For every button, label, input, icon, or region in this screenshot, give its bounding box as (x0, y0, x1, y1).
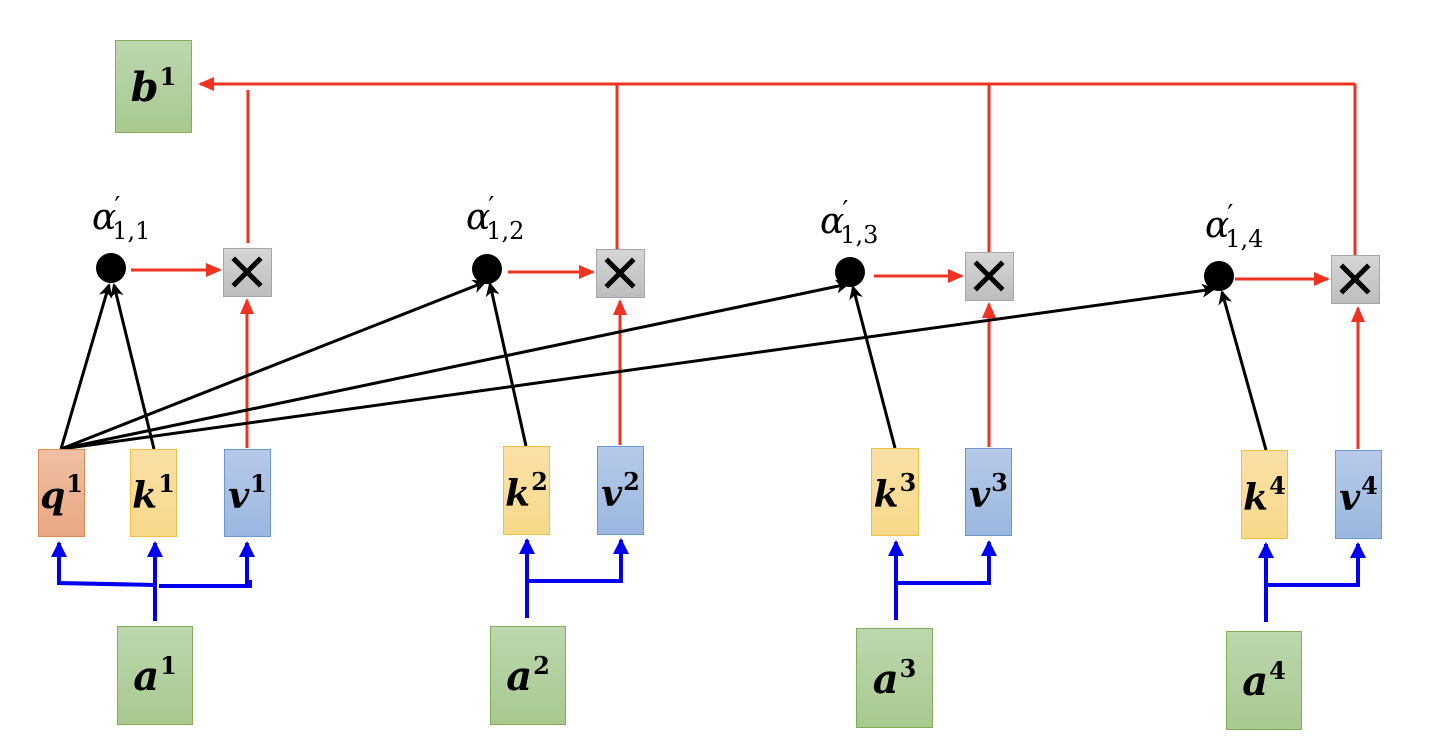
attention-weight-label-2: α′1,2 (466, 192, 525, 245)
input-box-a2: a2 (490, 626, 566, 725)
value-box-v1: v1 (224, 449, 271, 537)
attention-weight-node-2 (472, 254, 502, 284)
multiply-node-3 (965, 252, 1014, 301)
key-to-weight-arrow-3 (849, 285, 897, 449)
input-box-a1: a1 (117, 626, 193, 725)
key-to-weight-arrow-2 (485, 282, 528, 447)
key-box-k3: k3 (871, 448, 919, 536)
query-to-weight-arrow-3 (60, 279, 850, 451)
attention-weight-node-1 (96, 253, 126, 283)
query-to-weight-arrow-2 (60, 279, 487, 451)
multiply-node-4 (1331, 255, 1380, 304)
key-to-weight-arrow-4 (1218, 290, 1268, 451)
multiply-icon (973, 260, 1005, 292)
value-box-v2: v2 (597, 446, 644, 535)
value-box-v3: v3 (965, 448, 1012, 536)
attention-weight-label-4: α′1,4 (1205, 200, 1264, 253)
multiply-icon (604, 257, 636, 289)
attention-weight-label-1: α′1,1 (92, 192, 151, 245)
attention-weight-node-4 (1204, 261, 1234, 291)
query-to-weight-arrow-1 (59, 283, 113, 450)
attention-weight-label-3: α′1,3 (820, 196, 879, 249)
key-box-k2: k2 (503, 446, 550, 535)
key-to-weight-arrow-1 (110, 283, 156, 450)
multiply-node-1 (223, 248, 272, 297)
output-label: b1 (130, 62, 177, 111)
input-branch-1-value (159, 541, 255, 588)
input-box-a3: a3 (856, 628, 933, 728)
key-box-k4: k4 (1241, 450, 1288, 539)
multiply-icon (1339, 263, 1371, 295)
output-box-b1: b1 (115, 40, 192, 133)
input-branch-2-value (527, 538, 629, 583)
value-box-v4: v4 (1335, 450, 1382, 539)
query-to-weight-arrow-4 (60, 283, 1216, 451)
query-box-q1: q1 (38, 449, 85, 537)
multiply-node-2 (596, 249, 645, 298)
attention-weight-node-3 (835, 257, 865, 287)
key-box-k1: k1 (130, 449, 177, 537)
input-box-a4: a4 (1226, 631, 1302, 730)
input-branch-1-query (51, 541, 156, 587)
input-branch-4-value (1266, 542, 1366, 587)
multiply-icon (231, 256, 263, 288)
input-branch-3-value (896, 540, 997, 585)
